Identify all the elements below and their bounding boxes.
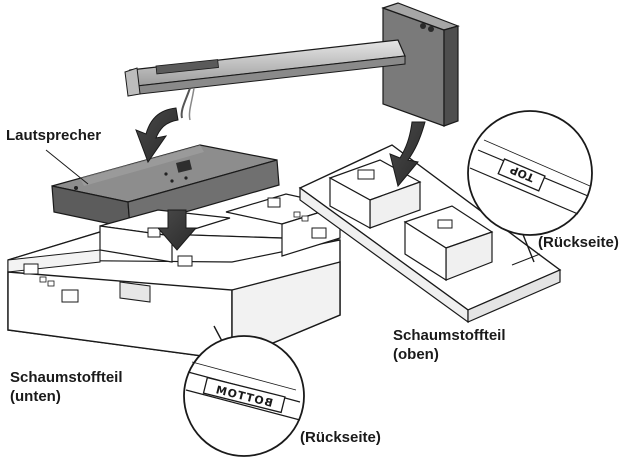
- arrow-stand-to-top-foam: [389, 121, 426, 188]
- arrow-stand-to-speaker: [135, 107, 179, 164]
- back-side-top-label: (Rückseite): [538, 234, 619, 251]
- back-side-bottom-label: (Rückseite): [300, 429, 381, 446]
- speaker-label: Lautsprecher: [6, 127, 102, 144]
- foam-top-label-line2: (oben): [393, 346, 439, 363]
- foam-top: [298, 144, 562, 324]
- arrow-speaker-to-bottom-foam: [156, 209, 198, 251]
- foam-top-label: Schaumstoffteil (oben): [393, 326, 506, 364]
- foam-top-leader-line: [511, 253, 541, 266]
- wall-bracket: [124, 2, 460, 127]
- speaker-leader-line: [45, 149, 89, 185]
- foam-bottom-label-line1: Schaumstoffteil: [10, 369, 123, 386]
- foam-top-label-line1: Schaumstoffteil: [393, 327, 506, 344]
- magnifier-top: TOP: [467, 110, 593, 263]
- foam-bottom-label-line2: (unten): [10, 388, 61, 405]
- magnifier-bottom: BOTTOM: [183, 325, 305, 457]
- foam-bottom-label: Schaumstoffteil (unten): [10, 368, 123, 406]
